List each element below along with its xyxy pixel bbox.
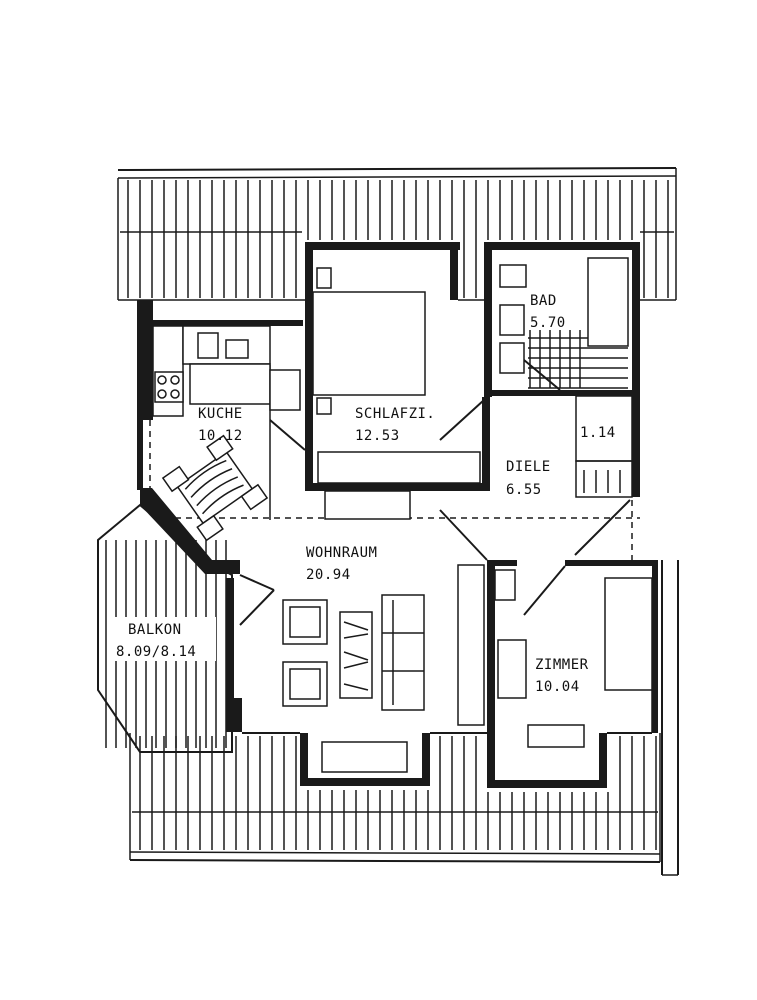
label-kueche: KUCHE 10.12 <box>198 406 243 444</box>
label-bad: BAD 5.70 <box>530 293 566 331</box>
kitchen-fixtures <box>152 325 301 542</box>
outer-walls <box>137 242 658 788</box>
store-shelf <box>583 470 621 493</box>
bath-fixtures <box>499 257 629 389</box>
interior-walls <box>269 299 658 735</box>
living-furniture <box>282 564 485 773</box>
room-name-zimmer: ZIMMER <box>535 657 589 673</box>
label-wohnraum: WOHNRAUM 20.94 <box>306 545 377 583</box>
bedroom-furniture <box>312 267 481 520</box>
room-name-bad: BAD <box>530 293 557 309</box>
room-area-zimmer: 10.04 <box>535 679 580 695</box>
doors <box>239 359 631 626</box>
room-name-balkon: BALKON <box>128 622 182 638</box>
room-area-schlafzimmer: 12.53 <box>355 428 400 444</box>
room-area-wohnraum: 20.94 <box>306 567 351 583</box>
roof-bottom <box>129 733 661 863</box>
room-area-kueche: 10.12 <box>198 428 243 444</box>
room-name-wohnraum: WOHNRAUM <box>306 545 377 561</box>
room-area-diele: 6.55 <box>506 482 542 498</box>
right-edge-strip <box>661 560 679 876</box>
room-area-balkon: 8.09/8.14 <box>116 644 196 660</box>
room-name-diele: DIELE <box>506 459 551 475</box>
label-abstellraum: 1.14 <box>580 425 616 441</box>
room-name-kueche: KUCHE <box>198 406 243 422</box>
label-zimmer: ZIMMER 10.04 <box>535 657 589 695</box>
label-diele: DIELE 6.55 <box>506 459 551 498</box>
room-area-abstellraum: 1.14 <box>580 425 616 441</box>
roof-top <box>117 167 677 301</box>
label-balkon: BALKON 8.09/8.14 <box>112 617 216 661</box>
room-name-schlafzimmer: SCHLAFZI. <box>355 406 435 422</box>
room-area-bad: 5.70 <box>530 315 566 331</box>
label-schlafzimmer: SCHLAFZI. 12.53 <box>355 406 435 444</box>
zimmer-furniture <box>494 569 653 748</box>
